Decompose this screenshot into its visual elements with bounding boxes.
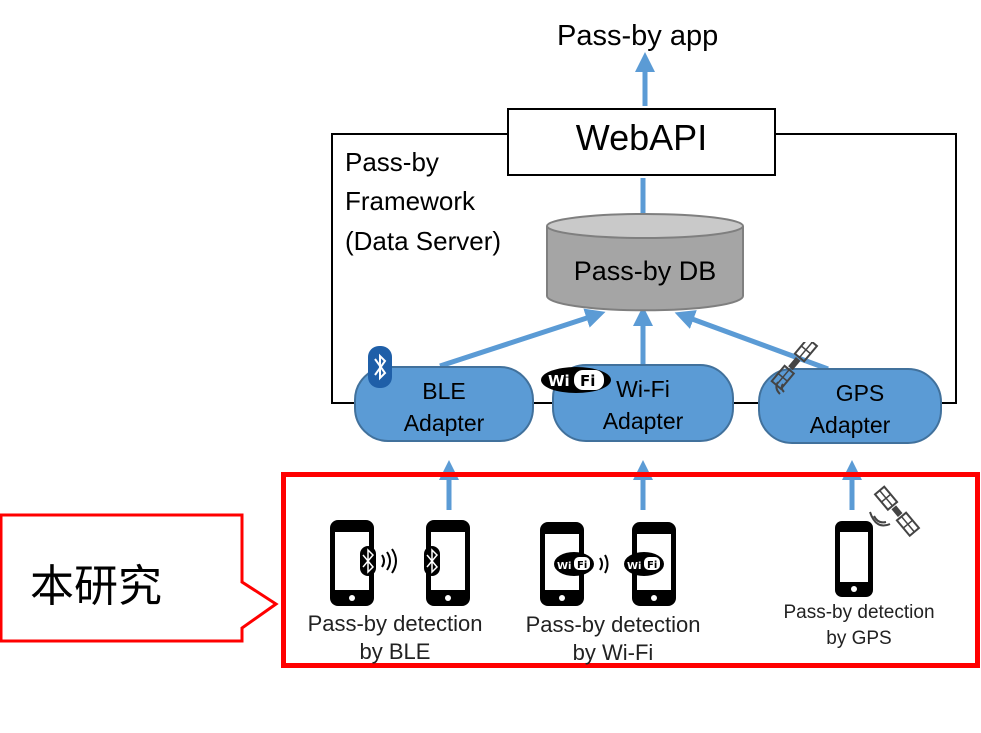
adapter-gps-line2: Adapter: [809, 412, 891, 438]
wifi-logo-icon: Wi Fi: [541, 367, 611, 393]
adapter-ble-line1: BLE: [422, 378, 466, 404]
adapter-ble-line2: Adapter: [403, 410, 485, 436]
signal-waves-icon: [599, 554, 609, 574]
detection-gps-line2: by GPS: [826, 628, 892, 649]
svg-text:Wi: Wi: [627, 561, 641, 572]
adapter-wifi-line1: Wi-Fi: [616, 376, 670, 402]
study-scope-highlight: [281, 472, 980, 668]
detection-ble-caption: Pass-by detection by BLE: [290, 610, 500, 666]
ble-phones-illustration: [330, 520, 470, 606]
satellite-icon: [770, 342, 819, 395]
svg-text:Fi: Fi: [577, 560, 587, 571]
database-cylinder: [546, 213, 744, 312]
svg-text:Wi: Wi: [548, 372, 570, 390]
wifi-logo-icon: Wi Fi: [554, 552, 594, 576]
signal-waves-icon: [869, 511, 891, 527]
svg-text:Fi: Fi: [647, 560, 657, 571]
framework-label-line2: Framework: [345, 186, 476, 216]
gps-phone-illustration: [835, 485, 921, 597]
wifi-logo-icon: Wi Fi: [624, 552, 664, 576]
arrow-ble-to-db: [439, 308, 606, 369]
phone-icon: [426, 520, 470, 606]
detection-wifi-caption: Pass-by detection by Wi-Fi: [508, 611, 718, 667]
bluetooth-icon: [424, 546, 440, 576]
phone-icon: [835, 521, 873, 597]
satellite-icon: [873, 485, 921, 538]
detection-gps-line1: Pass-by detection: [783, 602, 935, 623]
bluetooth-icon: [368, 346, 392, 388]
wifi-phones-illustration: Wi Fi Wi Fi: [540, 522, 676, 606]
callout-shape: [0, 513, 279, 643]
framework-label-line1: Pass-by: [345, 147, 439, 177]
svg-text:Fi: Fi: [580, 372, 595, 390]
database-label: Pass-by DB: [573, 256, 717, 286]
signal-waves-icon: [381, 548, 397, 574]
svg-text:Wi: Wi: [557, 561, 571, 572]
webapi-label: WebAPI: [575, 117, 708, 158]
bluetooth-icon: [360, 546, 376, 576]
detection-ble-line1: Pass-by detection: [307, 611, 483, 636]
adapter-wifi: Wi-Fi Adapter: [552, 364, 734, 442]
detection-wifi-line2: by Wi-Fi: [572, 640, 654, 665]
detection-gps-caption: Pass-by detection by GPS: [764, 600, 954, 652]
pass-by-app-label: Pass-by app: [557, 20, 719, 52]
framework-label-line3: (Data Server): [345, 226, 502, 256]
webapi-box: [507, 108, 776, 176]
callout-label: 本研究: [30, 562, 162, 611]
detection-ble-line2: by BLE: [359, 639, 431, 664]
adapter-wifi-line2: Adapter: [602, 408, 684, 434]
detection-wifi-line1: Pass-by detection: [525, 612, 701, 637]
adapter-ble: BLE Adapter: [354, 366, 534, 442]
adapter-gps-line1: GPS: [835, 380, 885, 406]
